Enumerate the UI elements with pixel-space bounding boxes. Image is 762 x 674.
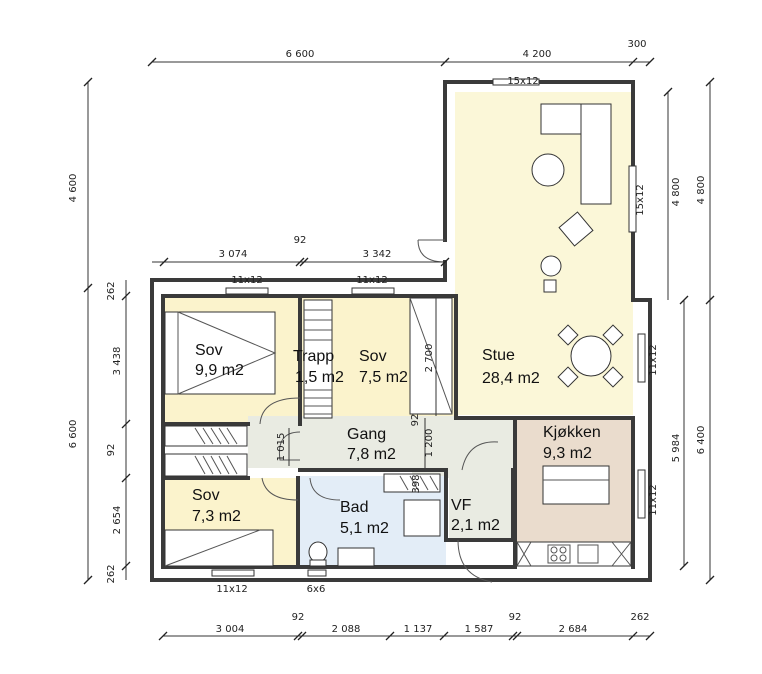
shower [403,499,441,537]
dim-bottom-3004: 3 004 [216,624,245,635]
window-labels: 15x12 15x12 11x12 11x12 11x12 11x12 11x1… [216,76,659,595]
dim-bottom-92-b: 92 [509,612,522,623]
dim-bottom-1137: 1 137 [404,624,433,635]
dim-gang-1200: 1 200 [424,429,435,458]
window-label-stue-right-lower: 11x12 [648,344,659,375]
dim-bottom-1587: 1 587 [465,624,494,635]
door-arc-entry [417,239,446,263]
gang-floor [248,416,515,468]
window-label-stue-top: 15x12 [507,76,538,87]
room-vf-area: 2,1 m2 [451,517,500,534]
dim-bottom-262: 262 [630,612,649,623]
room-gang-area: 7,8 m2 [347,446,396,463]
box [543,279,557,293]
window-label-bad-bottom: 6x6 [307,584,326,595]
bed-sov3 [164,529,274,567]
room-bad-name: Bad [340,499,368,516]
dim-left-262-bottom: 262 [106,564,117,583]
room-kjokken-name: Kjøkken [543,424,601,441]
room-labels: Sov 9,9 m2 Trapp 1,5 m2 Sov 7,5 m2 Stue … [192,342,601,537]
window-sov2-top [351,287,395,295]
dim-left-outer: 6 600 [68,420,79,449]
armchair [558,211,594,247]
window-label-sov1-top: 11x12 [231,275,262,286]
bath-vanity [337,547,375,567]
window-stue-top [492,78,540,86]
room-bad-area: 5,1 m2 [340,520,389,537]
doors [259,239,499,583]
kitchen-counter [516,541,632,567]
window-stue-right [628,165,637,233]
dimension-labels: 6 600 4 200 300 3 074 92 3 342 4 600 6 6… [68,39,707,635]
room-gang-name: Gang [347,426,386,443]
room-trapp-area: 1,5 m2 [295,369,344,386]
dim-left-upper: 4 600 [68,174,79,203]
window-label-kjokken-right: 11x12 [648,484,659,515]
dim-inner-top-left: 3 074 [219,249,248,260]
room-sov1-name: Sov [195,342,223,359]
dim-inner-top-mid: 92 [294,235,307,246]
wardrobe-2 [164,453,248,477]
dim-left-2654: 2 654 [112,506,123,535]
window-bad-bottom [307,569,327,577]
window-label-sov2-top: 11x12 [356,275,387,286]
room-sov3-name: Sov [192,487,220,504]
room-kjokken-area: 9,3 m2 [543,445,592,462]
furniture [164,103,632,567]
dim-inner-top-right: 3 342 [363,249,392,260]
dim-top-overall: 6 600 [286,49,315,60]
stool [540,255,562,277]
wardrobe-1 [164,425,248,447]
dim-right-4800-outer: 4 800 [696,176,707,205]
dim-stair-2700: 2 700 [424,344,435,373]
window-sov3-bottom [211,569,255,577]
dim-top-right: 4 200 [523,49,552,60]
dimension-lines [83,57,715,641]
dim-right-5984: 5 984 [671,434,682,463]
window-label-sov3-bottom: 11x12 [216,584,247,595]
dim-bottom-2684: 2 684 [559,624,588,635]
window-label-stue-right: 15x12 [635,184,646,215]
room-sov3-area: 7,3 m2 [192,508,241,525]
sofa-side [580,103,612,205]
dining-table [570,335,612,377]
room-sov2-name: Sov [359,348,387,365]
kitchen-island [542,465,610,505]
vf-floor [449,478,513,538]
window-stue-right-lower [637,333,646,383]
walls [150,80,652,582]
windows [211,78,646,577]
room-stue-name: Stue [482,347,515,364]
dim-bad-398: 398 [411,474,422,493]
dim-bottom-92-a: 92 [292,612,305,623]
window-kjokken-right [637,469,646,519]
bed-sov1 [164,311,276,395]
dim-right-6400: 6 400 [696,426,707,455]
dim-left-262-top: 262 [106,281,117,300]
window-sov1-top [225,287,269,295]
room-stue-area: 28,4 m2 [482,370,540,387]
dim-gang-1015: 1 015 [276,433,287,462]
coffee-table [531,153,565,187]
dim-right-4800-inner: 4 800 [671,178,682,207]
room-vf-name: VF [451,497,472,514]
dim-bottom-2088: 2 088 [332,624,361,635]
room-sov1-area: 9,9 m2 [195,362,244,379]
room-sov2-area: 7,5 m2 [359,369,408,386]
dim-left-92: 92 [106,444,117,457]
room-trapp-name: Trapp [293,348,334,365]
dim-gang-92: 92 [410,414,421,427]
gang-floor-2 [412,468,515,478]
dim-left-3438: 3 438 [112,347,123,376]
toilet [308,541,328,563]
dim-top-offset: 300 [627,39,646,50]
